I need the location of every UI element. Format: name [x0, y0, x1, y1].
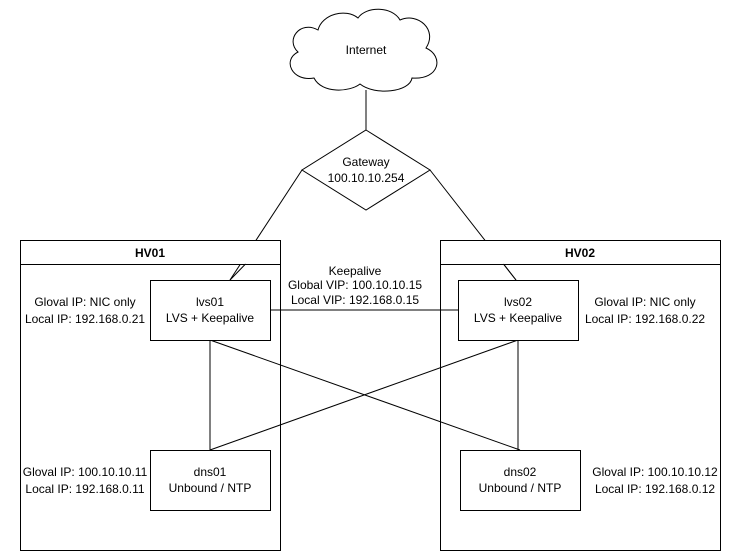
internet-label: Internet: [346, 43, 387, 57]
lvs01-role: LVS + Keepalive: [166, 311, 254, 325]
edge-gateway-lvs01-inner: [229, 263, 246, 281]
keepalive-local-vip: Local VIP: 192.168.0.15: [291, 293, 419, 307]
lvs02-name: lvs02: [504, 295, 532, 309]
gateway-ip: 100.10.10.254: [328, 171, 405, 185]
dns02-role: Unbound / NTP: [479, 481, 562, 495]
lvs01-node: lvs01 LVS + Keepalive: [150, 280, 271, 341]
lvs02-node: lvs02 LVS + Keepalive: [458, 280, 579, 341]
dns01-role: Unbound / NTP: [169, 481, 252, 495]
dns02-node: dns02 Unbound / NTP: [460, 450, 581, 511]
dns02-name: dns02: [504, 465, 537, 479]
lvs01-name: lvs01: [196, 295, 224, 309]
dns02-global-ip: Gloval IP: 100.10.10.12: [592, 465, 718, 479]
edge-gateway-lvs02-inner: [503, 263, 517, 281]
keepalive-title: Keepalive: [329, 264, 382, 278]
dns01-local-ip: Local IP: 192.168.0.11: [25, 482, 145, 496]
internet-cloud: Internet: [289, 8, 438, 92]
keepalive-label: Keepalive Global VIP: 100.10.10.15 Local…: [288, 264, 422, 307]
hv02-title: HV02: [565, 246, 595, 260]
lvs02-local-ip: Local IP: 192.168.0.22: [585, 312, 705, 326]
lvs02-role: LVS + Keepalive: [474, 311, 562, 325]
dns02-local-ip: Local IP: 192.168.0.12: [595, 482, 715, 496]
lvs01-global-ip: Gloval IP: NIC only: [34, 295, 135, 309]
lvs02-global-ip: Gloval IP: NIC only: [594, 295, 695, 309]
lvs01-local-ip: Local IP: 192.168.0.21: [25, 312, 145, 326]
dns01-name: dns01: [194, 465, 227, 479]
gateway-node: Gateway 100.10.10.254: [301, 129, 431, 211]
dns01-node: dns01 Unbound / NTP: [150, 450, 271, 511]
keepalive-global-vip: Global VIP: 100.10.10.15: [288, 278, 422, 292]
gateway-label: Gateway: [342, 155, 389, 169]
dns01-global-ip: Gloval IP: 100.10.10.11: [23, 465, 148, 479]
hv01-title: HV01: [135, 246, 165, 260]
hv01-container: HV01: [20, 240, 281, 551]
edge-lvs02-dns01: [209, 339, 519, 451]
